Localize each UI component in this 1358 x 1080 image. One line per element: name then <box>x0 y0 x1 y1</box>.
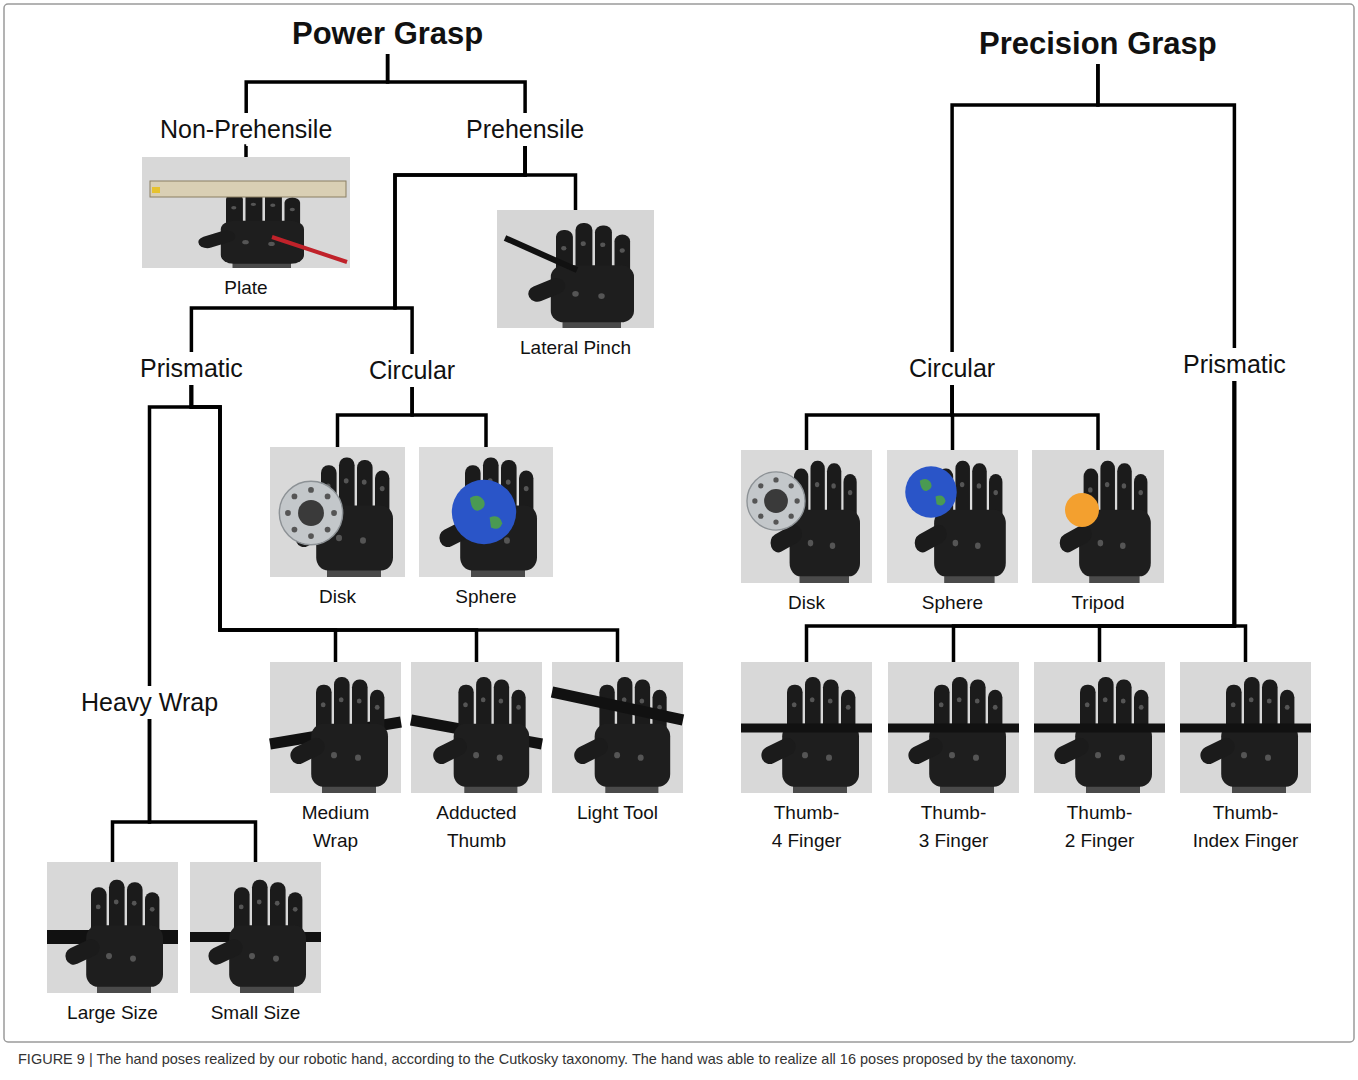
pose-caption: Disk <box>741 589 872 617</box>
grasp-category: Prismatic <box>1177 348 1292 381</box>
pose-caption: Sphere <box>887 589 1018 617</box>
grasp-photo: Medium Wrap <box>270 662 401 855</box>
category-label: Prismatic <box>1183 350 1286 379</box>
tree-connector <box>388 54 525 113</box>
pose-caption: Light Tool <box>552 799 683 827</box>
pose-caption: Lateral Pinch <box>497 334 654 362</box>
tree-connector <box>525 146 575 210</box>
grasp-photo: Large Size <box>47 862 178 1027</box>
tree-connector <box>1234 381 1245 662</box>
tree-connector <box>150 385 192 686</box>
pose-caption: Large Size <box>47 999 178 1027</box>
tree-connector <box>338 387 413 447</box>
pose-caption: Thumb- 2 Finger <box>1062 799 1138 855</box>
tree-connector <box>246 54 387 113</box>
category-label: Circular <box>369 356 455 385</box>
root-label: Precision Grasp <box>979 26 1217 62</box>
figure-caption: FIGURE 9 | The hand poses realized by ou… <box>18 1050 1343 1068</box>
pose-caption: Thumb- 3 Finger <box>916 799 992 855</box>
category-label: Prismatic <box>140 354 243 383</box>
grasp-photo: Sphere <box>419 447 553 611</box>
tree-connector <box>191 146 525 352</box>
tree-connector <box>807 381 1235 662</box>
category-label: Heavy Wrap <box>81 688 218 717</box>
grasp-category: Prehensile <box>460 113 590 146</box>
grasp-category: Circular <box>363 354 461 387</box>
grasp-category: Heavy Wrap <box>75 686 224 719</box>
grasp-category: Prismatic <box>134 352 249 385</box>
grasp-photo: Thumb- Index Finger <box>1180 662 1311 855</box>
pose-caption: Sphere <box>421 583 551 611</box>
category-label: Prehensile <box>466 115 584 144</box>
grasp-photo: Plate <box>142 157 350 302</box>
grasp-photo: Light Tool <box>552 662 683 827</box>
tree-connector <box>952 385 1098 450</box>
pose-caption: Disk <box>273 583 403 611</box>
tree-connector <box>191 385 335 662</box>
tree-connector <box>412 387 486 447</box>
grasp-category: Non-Prehensile <box>154 113 338 146</box>
category-label: Non-Prehensile <box>160 115 332 144</box>
tree-connector <box>150 719 256 862</box>
grasp-photo: Sphere <box>887 450 1018 617</box>
pose-caption: Medium Wrap <box>286 799 386 855</box>
tree-connector <box>191 385 617 662</box>
grasp-photo: Thumb- 3 Finger <box>888 662 1019 855</box>
tree-connector <box>807 385 953 450</box>
pose-caption: Plate <box>146 274 346 302</box>
grasp-photo: Adducted Thumb <box>411 662 542 855</box>
tree-connector <box>1098 64 1235 348</box>
root-label: Power Grasp <box>292 16 483 52</box>
pose-caption: Small Size <box>190 999 321 1027</box>
grasp-photo: Tripod <box>1032 450 1164 617</box>
tree-connector <box>954 381 1235 662</box>
pose-caption: Thumb- 4 Finger <box>769 799 845 855</box>
tree-connector <box>113 719 150 862</box>
category-label: Circular <box>909 354 995 383</box>
tree-connector <box>244 146 248 157</box>
grasp-root: Power Grasp <box>286 14 489 54</box>
grasp-photo: Small Size <box>190 862 321 1027</box>
pose-caption: Adducted Thumb <box>427 799 527 855</box>
grasp-photo: Disk <box>741 450 872 617</box>
grasp-category: Circular <box>903 352 1001 385</box>
pose-caption: Tripod <box>1032 589 1164 617</box>
grasp-root: Precision Grasp <box>973 24 1223 64</box>
tree-connector <box>395 146 525 354</box>
tree-connector <box>191 385 476 662</box>
tree-connector <box>1100 381 1235 662</box>
tree-connector <box>952 64 1098 352</box>
pose-caption: Thumb- Index Finger <box>1190 799 1302 855</box>
grasp-photo: Disk <box>270 447 405 611</box>
grasp-photo: Lateral Pinch <box>497 210 654 362</box>
grasp-photo: Thumb- 4 Finger <box>741 662 872 855</box>
grasp-photo: Thumb- 2 Finger <box>1034 662 1165 855</box>
